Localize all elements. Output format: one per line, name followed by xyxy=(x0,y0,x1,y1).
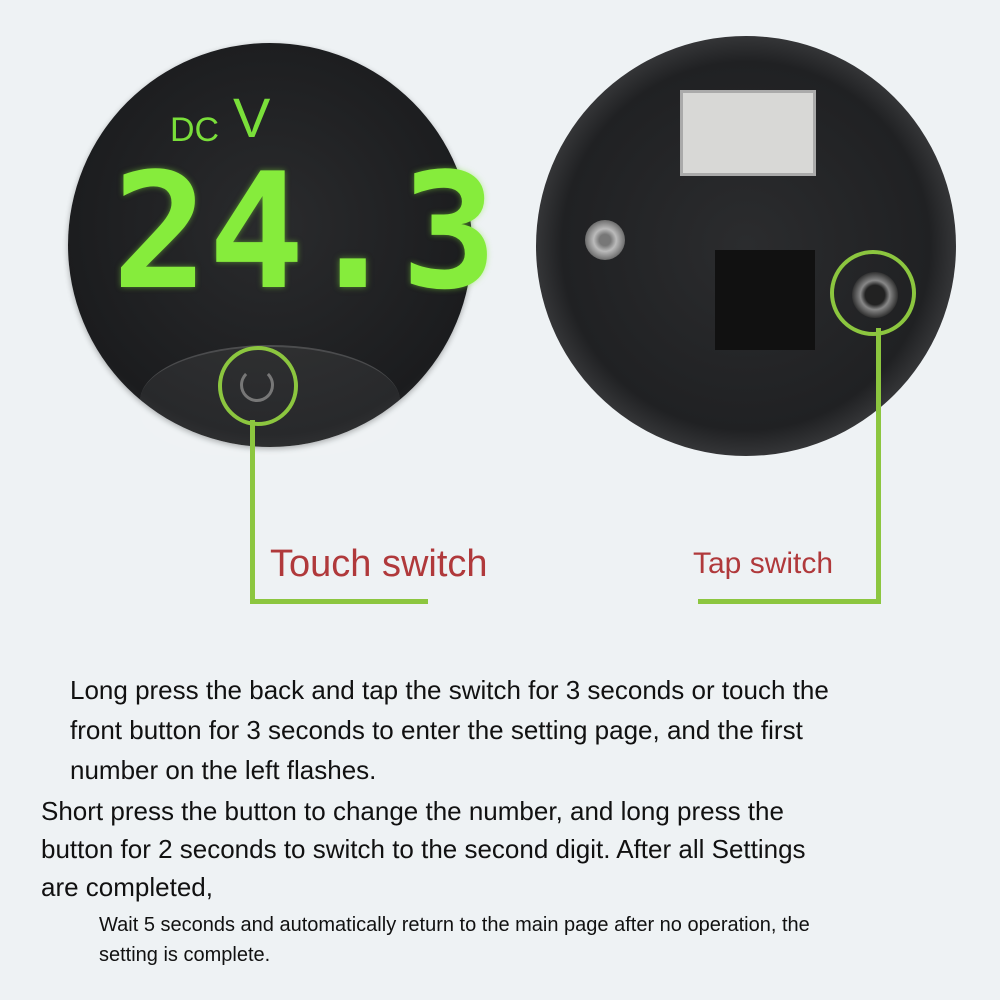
tap-switch-label: Tap switch xyxy=(693,547,834,580)
unit-prefix: DC xyxy=(170,111,220,149)
callout-line xyxy=(250,599,428,604)
unit-label: V xyxy=(233,86,271,149)
callout-line xyxy=(698,599,881,604)
instruction-paragraph-2: Short press the button to change the num… xyxy=(41,792,806,906)
callout-line xyxy=(876,328,881,604)
text-line: button for 2 seconds to switch to the se… xyxy=(41,834,806,864)
instruction-paragraph-3: Wait 5 seconds and automatically return … xyxy=(99,910,810,970)
voltage-reading: 24.3 xyxy=(112,138,498,325)
text-line: front button for 3 seconds to enter the … xyxy=(70,715,803,745)
callout-line xyxy=(250,420,255,604)
text-line: setting is complete. xyxy=(99,944,271,966)
touch-switch-label: Touch switch xyxy=(270,543,488,585)
tap-switch-highlight xyxy=(830,250,916,336)
text-line: Long press the back and tap the switch f… xyxy=(70,675,829,705)
connector xyxy=(680,90,816,176)
text-line: number on the left flashes. xyxy=(70,755,377,785)
ic-chip xyxy=(715,250,815,350)
touch-switch-highlight xyxy=(218,346,298,426)
potentiometer xyxy=(585,220,625,260)
text-line: Short press the button to change the num… xyxy=(41,796,784,826)
text-line: are completed, xyxy=(41,872,213,902)
text-line: Wait 5 seconds and automatically return … xyxy=(99,914,810,936)
instruction-paragraph-1: Long press the back and tap the switch f… xyxy=(70,670,829,790)
